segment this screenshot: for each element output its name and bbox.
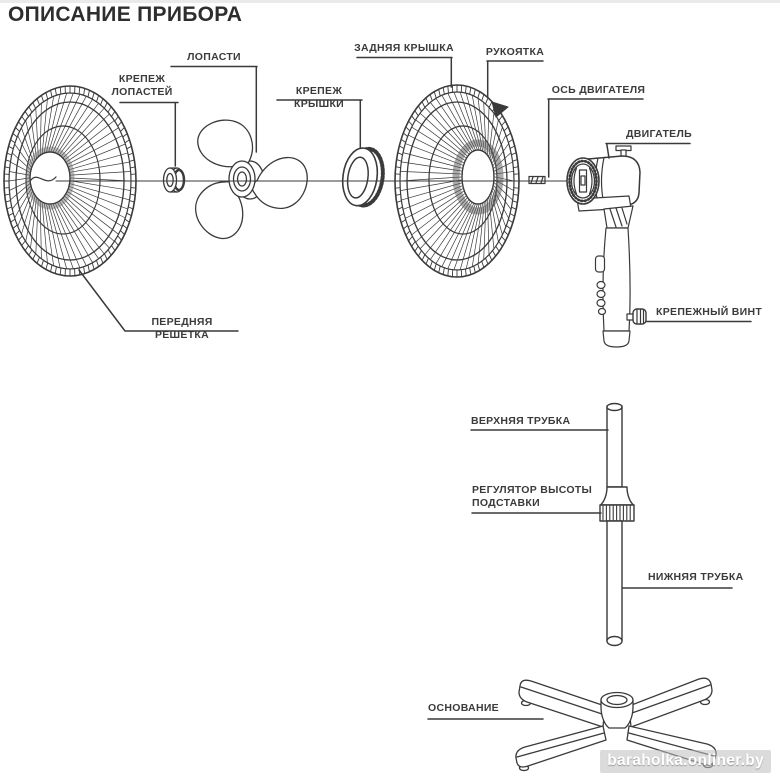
label-fastening-screw: КРЕПЕЖНЫЙ ВИНТ — [656, 306, 763, 318]
base-drawing — [515, 677, 717, 772]
height-regulator-drawing — [599, 504, 635, 522]
stand-pole-drawing — [599, 402, 635, 647]
motor-drawing — [566, 145, 647, 348]
handle-drawing — [491, 101, 509, 118]
label-cover-fastener: КРЕПЕЖ КРЫШКИ — [294, 85, 344, 110]
motor-shaft-drawing — [528, 175, 546, 185]
label-motor: ДВИГАТЕЛЬ — [626, 128, 692, 140]
label-blade-fastener: КРЕПЕЖ ЛОПАСТЕЙ — [111, 73, 173, 98]
leader-cover-fastener — [276, 99, 363, 149]
label-base: ОСНОВАНИЕ — [428, 702, 499, 714]
label-handle: РУКОЯТКА — [485, 46, 545, 58]
label-rear-cover: ЗАДНЯЯ КРЫШКА — [354, 42, 454, 54]
leader-front-grille — [78, 269, 239, 332]
page-title: ОПИСАНИЕ ПРИБОРА — [8, 3, 243, 26]
leader-lines — [78, 56, 752, 720]
label-height-regulator: РЕГУЛЯТОР ВЫСОТЫ ПОДСТАВКИ — [472, 484, 593, 509]
cover-fastener-drawing — [341, 146, 385, 208]
top-border-strip — [0, 0, 780, 3]
blades-drawing — [195, 119, 308, 239]
label-upper-tube: ВЕРХНЯЯ ТРУБКА — [471, 415, 571, 427]
label-blades: ЛОПАСТИ — [187, 51, 241, 63]
label-motor-axis: ОСЬ ДВИГАТЕЛЯ — [551, 84, 646, 96]
label-lower-tube: НИЖНЯЯ ТРУБКА — [648, 571, 744, 583]
label-front-grille: ПЕРЕДНЯЯ РЕШЕТКА — [151, 316, 213, 341]
hub-curve — [30, 176, 57, 182]
leader-blade-fastener — [119, 101, 179, 167]
fastening-screw-drawing — [626, 308, 647, 325]
leader-handle — [486, 60, 544, 98]
leader-rear-cover — [356, 56, 453, 88]
blade-fastener-drawing — [162, 167, 186, 193]
leader-motor-axis — [547, 98, 644, 178]
leader-motor — [605, 142, 691, 159]
leader-blades — [170, 65, 258, 153]
watermark: baraholka.onliner.by — [600, 750, 771, 773]
